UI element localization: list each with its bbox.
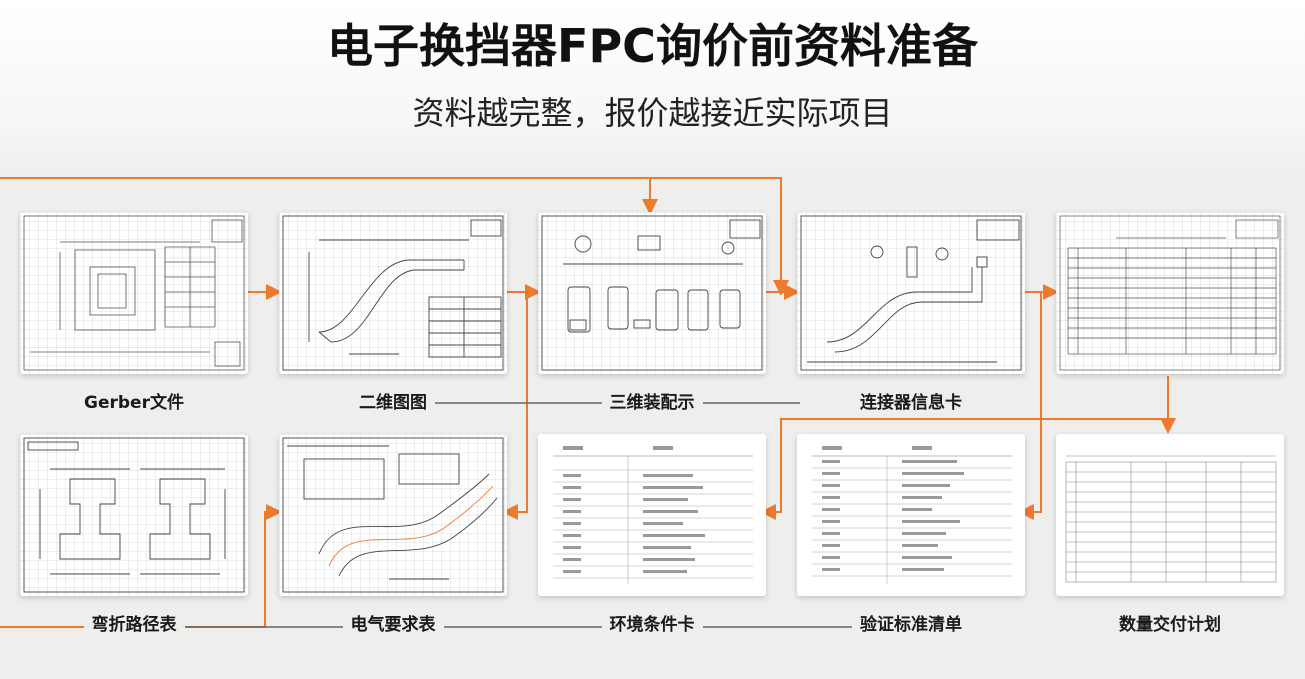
label-gerber: Gerber文件: [20, 392, 248, 414]
card-quantity-plan[interactable]: [1056, 212, 1284, 374]
electrical-drawing: [282, 437, 504, 593]
card-environment[interactable]: [538, 434, 766, 596]
label-quantity-plan: 数量交付计划: [1056, 614, 1284, 636]
validation-table: [812, 446, 1012, 584]
label-electrical-req: 电气要求表: [279, 614, 507, 636]
label-bend-path: 弯折路径表: [20, 614, 248, 636]
header-banner: 电子换挡器FPC询价前资料准备 资料越完整，报价越接近实际项目: [0, 0, 1305, 170]
label-2d-drawing: 二维图图: [279, 392, 507, 414]
label-connector-info: 连接器信息卡: [797, 392, 1025, 414]
quantity-table-drawing: [1059, 215, 1281, 371]
connector-drawing: [800, 215, 1022, 371]
3d-assembly-drawing: [541, 215, 763, 371]
environment-table: [553, 446, 753, 584]
card-3d-assembly[interactable]: [538, 212, 766, 374]
card-bend-path[interactable]: [20, 434, 248, 596]
label-environment: 环境条件卡: [538, 614, 766, 636]
page-subtitle: 资料越完整，报价越接近实际项目: [412, 94, 893, 132]
page-title: 电子换挡器FPC询价前资料准备: [327, 19, 978, 73]
card-2d-drawing[interactable]: [279, 212, 507, 374]
connector-left-vertical: [502, 292, 528, 520]
gerber-drawing: [23, 215, 245, 371]
label-3d-assembly: 三维装配示: [538, 392, 766, 414]
label-validation-list: 验证标准清单: [797, 614, 1025, 636]
card-electrical-req[interactable]: [279, 434, 507, 596]
card-connector-info[interactable]: [797, 212, 1025, 374]
2d-drawing: [282, 215, 504, 371]
quantity-delivery-table: [1065, 455, 1277, 583]
bend-path-drawing: [23, 437, 245, 593]
connector-top-loop: [0, 177, 789, 296]
connector-to-env: [760, 418, 1168, 520]
connector-right-vertical: [1018, 292, 1042, 520]
card-gerber[interactable]: [20, 212, 248, 374]
card-validation-list[interactable]: [797, 434, 1025, 596]
card-quantity-table[interactable]: [1056, 434, 1284, 596]
